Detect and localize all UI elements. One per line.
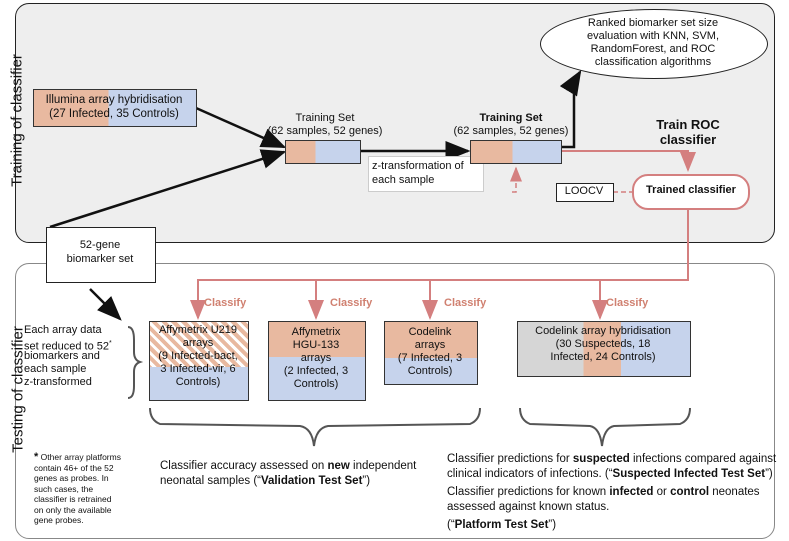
- suspected-line2: clinical indicators of infections. (“Sus…: [447, 467, 783, 482]
- codelink-hyb-line2: (30 Suspecteds, 18: [555, 338, 651, 350]
- affy-u219-box: [149, 321, 249, 401]
- biomarker-set-box: [46, 227, 156, 283]
- testing-panel: [15, 263, 775, 539]
- suspected-l2b: Suspected Infected Test Set: [612, 468, 766, 480]
- footnote-line4: such cases, the: [34, 483, 94, 494]
- footnote-line2: contain 46+ of the 52: [34, 462, 114, 473]
- validation-line1: Classifier accuracy assessed on new inde…: [160, 459, 450, 474]
- suspected-l1b: suspected: [572, 453, 630, 465]
- footnote-line1: * Other array platforms: [34, 452, 144, 463]
- affy-u219-line2: arrays: [182, 337, 214, 349]
- footnote-line3: genes as probes. In: [34, 473, 109, 483]
- codelink-arrays-line3: (7 Infected, 3: [397, 352, 463, 364]
- validation-line1-b: new: [327, 460, 350, 472]
- trained-classifier-box: [632, 174, 750, 210]
- validation-line2-c: ”): [362, 475, 371, 487]
- codelink-hyb-box: [517, 321, 691, 377]
- suspected-l1a: Classifier predictions for: [447, 453, 573, 465]
- platform-l1b: infected: [609, 486, 654, 498]
- loocv-box: [556, 183, 614, 202]
- footnote-line5: classifier is retrained: [34, 494, 112, 504]
- training-set-2-detail: (62 samples, 52 genes): [453, 125, 569, 137]
- ztransform-line2: each sample: [372, 174, 435, 186]
- validation-line2-a: neonatal samples (“: [160, 475, 261, 487]
- footnote-line7: gene probes.: [34, 515, 84, 525]
- footnote-star: *: [34, 451, 39, 463]
- suspected-l1c: infections compared against: [629, 453, 777, 465]
- illumina-line2: (27 Infected, 35 Controls): [49, 108, 179, 120]
- suspected-l2a: clinical indicators of infections. (“: [447, 468, 613, 480]
- affy-hgu-line3: arrays: [300, 352, 332, 364]
- platform-l1a: Classifier predictions for known: [447, 486, 610, 498]
- platform-line2: assessed against known status.: [447, 501, 610, 513]
- illumina-box: [33, 89, 197, 127]
- footnote: * Other array platforms contain 46+ of t…: [34, 452, 144, 526]
- ranked-line3: RandomForest, and ROC: [590, 43, 716, 55]
- validation-line1-a: Classifier accuracy assessed on: [160, 460, 328, 472]
- codelink-hyb-line3: Infected, 24 Controls): [550, 351, 656, 363]
- codelink-arrays-box: [384, 321, 478, 385]
- trained-classifier-label: Trained classifier: [646, 184, 736, 196]
- codelink-hyb-line1: Codelink array hybridisation: [535, 325, 671, 337]
- ranked-line4: classification algorithms: [594, 56, 712, 68]
- codelink-arrays-line1: Codelink: [408, 326, 452, 338]
- codelink-arrays-line4: Controls): [407, 365, 453, 377]
- test-set-descriptions: Classifier predictions for suspected inf…: [447, 452, 783, 533]
- affy-hgu-box: [268, 321, 366, 401]
- platform-l3c: ”): [548, 519, 557, 531]
- training-set-1-title: Training Set: [295, 112, 355, 124]
- biomarker-line1: 52-gene: [79, 239, 121, 251]
- each-array-line4: each sample: [24, 363, 87, 375]
- platform-line1: Classifier predictions for known infecte…: [447, 485, 783, 500]
- validation-line2-b: Validation Test Set: [261, 475, 363, 487]
- each-array-line1: Each array data: [24, 324, 102, 336]
- platform-line3: (“Platform Test Set”): [447, 518, 783, 533]
- illumina-line1: Illumina array hybridisation: [45, 94, 183, 106]
- each-array-line3: biomarkers and: [24, 350, 100, 362]
- ranked-line2: evaluation with KNN, SVM,: [586, 30, 720, 42]
- suspected-l2c: ”): [765, 468, 773, 480]
- classify-label-1: Classify: [204, 297, 247, 309]
- platform-l1d: control: [670, 486, 710, 498]
- biomarker-line2: biomarker set: [66, 253, 134, 265]
- validation-line1-c: independent: [349, 460, 417, 472]
- affy-u219-line5: Controls): [175, 376, 221, 388]
- platform-l1e: neonates: [709, 486, 760, 498]
- train-roc-line1: Train ROC: [656, 117, 720, 132]
- ztransform-line1: z-transformation of: [372, 160, 464, 172]
- affy-hgu-line1: Affymetrix: [291, 326, 341, 338]
- train-roc-line2: classifier: [659, 132, 717, 147]
- footnote-line1-text: Other array platforms: [40, 452, 121, 462]
- each-array-line2-text: set reduced to 52: [24, 340, 110, 353]
- platform-l3b: Platform Test Set: [454, 519, 549, 531]
- classify-label-3: Classify: [444, 297, 487, 309]
- suspected-line1: Classifier predictions for suspected inf…: [447, 452, 783, 467]
- validation-line2: neonatal samples (“Validation Test Set”): [160, 474, 450, 489]
- each-array-line5: z-transformed: [24, 376, 92, 388]
- training-set-1-detail: (62 samples, 52 genes): [267, 125, 383, 137]
- affy-u219-line1: Affymetrix U219: [158, 324, 238, 336]
- affy-u219-line4: 3 Infected-vir, 6: [160, 363, 236, 375]
- classify-label-2: Classify: [330, 297, 373, 309]
- codelink-arrays-line2: arrays: [414, 339, 446, 351]
- training-set-2-title: Training Set: [479, 112, 543, 124]
- classify-label-4: Classify: [606, 297, 649, 309]
- ztransform-note: [368, 156, 484, 192]
- each-array-line2: set reduced to 52*: [24, 337, 134, 354]
- affy-hgu-line2: HGU-133: [292, 339, 340, 351]
- footnote-line6: on only the available: [34, 504, 112, 515]
- training-set-1-box: [285, 140, 361, 164]
- affy-hgu-line5: Controls): [293, 378, 339, 390]
- training-set-2-box: [470, 140, 562, 164]
- each-array-footnote-mark: *: [109, 340, 112, 347]
- platform-l1c: or: [653, 486, 671, 498]
- ranked-line1: Ranked biomarker set size: [587, 17, 719, 29]
- affy-hgu-line4: (2 Infected, 3: [283, 365, 349, 377]
- validation-text: Classifier accuracy assessed on new inde…: [160, 459, 450, 489]
- ranked-evaluation-ellipse: [540, 9, 768, 79]
- platform-l3a: (“: [447, 519, 455, 531]
- loocv-label: LOOCV: [564, 185, 604, 197]
- affy-u219-line3: (9 Infected-bact,: [158, 350, 238, 362]
